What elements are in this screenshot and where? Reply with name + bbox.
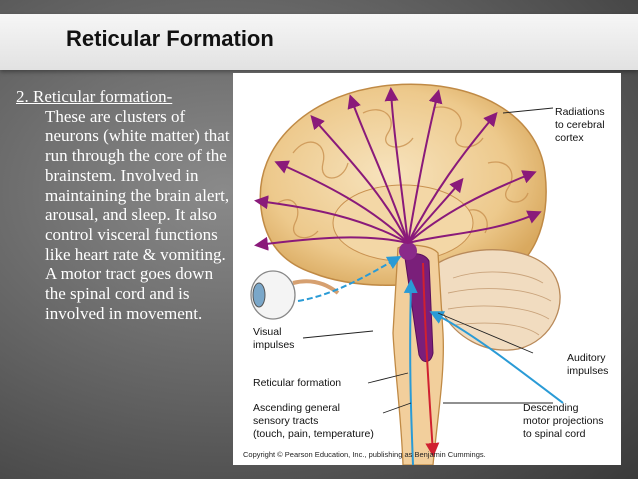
ascending-tract-arrow — [403, 279, 418, 465]
label-ascending-2: sensory tracts — [253, 415, 318, 427]
label-visual-2: impulses — [253, 339, 294, 351]
label-radiations-1: Radiations — [555, 106, 605, 118]
visual-impulse-arrow — [297, 256, 402, 302]
body-paragraph: These are clusters of neurons (white mat… — [45, 106, 230, 323]
radiation-arrows — [254, 87, 542, 251]
copyright-text: Copyright © Pearson Education, Inc., pub… — [243, 450, 486, 459]
brain-figure: Radiations to cerebral cortex Visual imp… — [233, 73, 621, 465]
reticular-top — [399, 242, 417, 260]
label-radiations-3: cortex — [555, 132, 584, 144]
eye-icon — [250, 270, 340, 320]
label-visual-1: Visual — [253, 326, 281, 338]
auditory-impulse-arrow — [429, 311, 564, 404]
cerebellum — [434, 249, 561, 351]
label-ascending-3: (touch, pain, temperature) — [253, 428, 374, 440]
label-reticular: Reticular formation — [253, 377, 341, 389]
leader-lines — [302, 107, 554, 414]
label-ascending-1: Ascending general — [253, 402, 340, 414]
slide-title: Reticular Formation — [66, 26, 274, 51]
label-radiations-2: to cerebral — [555, 119, 605, 131]
descending-tract-arrow — [422, 262, 440, 457]
label-auditory-1: Auditory — [567, 352, 606, 364]
label-descending-2: motor projections — [523, 415, 604, 427]
label-descending-3: to spinal cord — [523, 428, 586, 440]
brain-diagram: Radiations to cerebral cortex Visual imp… — [243, 83, 608, 465]
label-auditory-2: impulses — [567, 365, 608, 377]
label-descending-1: Descending — [523, 402, 579, 414]
title-bar — [0, 14, 638, 70]
slide-body: 2. Reticular formation- These are cluste… — [16, 87, 238, 323]
body-heading: 2. Reticular formation- — [16, 87, 173, 106]
